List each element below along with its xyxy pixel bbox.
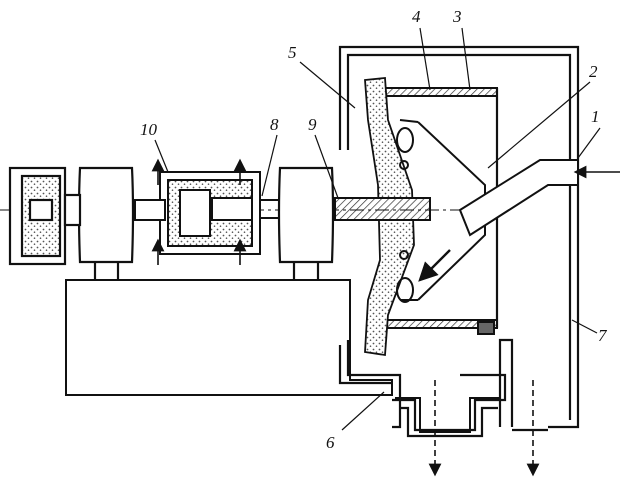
label-6: 6 [326, 433, 335, 452]
label-8: 8 [270, 115, 279, 134]
label-3: 3 [452, 7, 462, 26]
label-9: 9 [308, 115, 317, 134]
label-2: 2 [589, 62, 598, 81]
label-1: 1 [591, 107, 600, 126]
pulley-left [77, 166, 135, 280]
bottom-outlet [395, 345, 501, 433]
label-10: 10 [140, 120, 158, 139]
machine-base [65, 279, 393, 396]
flow-arrows [151, 158, 620, 477]
leader-lines [154, 27, 601, 431]
label-5: 5 [288, 43, 297, 62]
feed-pipe [458, 159, 579, 237]
label-4: 4 [412, 7, 421, 26]
hydraulic-cylinder [134, 171, 261, 255]
label-7: 7 [598, 326, 608, 345]
pulley-right [277, 166, 335, 280]
drive-motor [8, 166, 82, 266]
